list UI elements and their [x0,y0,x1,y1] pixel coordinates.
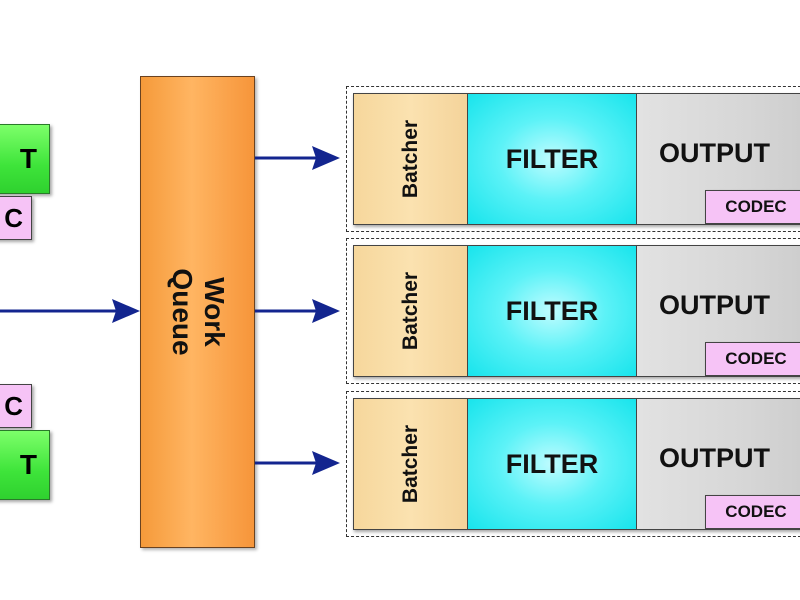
left-top-output-label: T [19,143,37,174]
pipeline-1-output-label: OUTPUT [659,138,770,168]
queue-to-pipeline-3-arrowhead [312,451,340,475]
left-top-output-box: T [0,124,50,194]
pipeline-2-codec: CODEC [705,342,800,376]
pipeline-3-output-label: OUTPUT [659,443,770,473]
pipeline-2-filter: FILTER [468,246,637,376]
left-bottom-codec-label: C [4,390,23,421]
pipeline-3-codec: CODEC [705,495,800,529]
pipeline-3-stages: Batcher FILTER OUTPUT CODEC [353,398,800,530]
pipeline-1-filter: FILTER [468,94,637,224]
pipeline-1-batcher: Batcher [354,94,468,224]
pipeline-2: Batcher FILTER OUTPUT CODEC [346,238,800,384]
work-queue-box: Work Queue [140,76,255,548]
pipeline-2-batcher: Batcher [354,246,468,376]
pipeline-2-output: OUTPUT CODEC [637,246,800,376]
pipeline-1-output: OUTPUT CODEC [637,94,800,224]
pipeline-2-output-label: OUTPUT [659,290,770,320]
pipeline-3: Batcher FILTER OUTPUT CODEC [346,391,800,537]
pipeline-1: Batcher FILTER OUTPUT CODEC [346,86,800,232]
pipeline-2-stages: Batcher FILTER OUTPUT CODEC [353,245,800,377]
left-bottom-output-box: T [0,430,50,500]
pipeline-3-output: OUTPUT CODEC [637,399,800,529]
left-bottom-output-label: T [19,449,37,480]
pipeline-3-filter: FILTER [468,399,637,529]
input-arrowhead [112,299,140,323]
left-bottom-codec-box: C [0,384,32,428]
left-top-codec-label: C [4,202,23,233]
pipeline-3-batcher: Batcher [354,399,468,529]
left-top-codec-box: C [0,196,32,240]
queue-to-pipeline-2-arrowhead [312,299,340,323]
queue-to-pipeline-1-arrowhead [312,146,340,170]
pipeline-1-stages: Batcher FILTER OUTPUT CODEC [353,93,800,225]
pipeline-1-codec: CODEC [705,190,800,224]
